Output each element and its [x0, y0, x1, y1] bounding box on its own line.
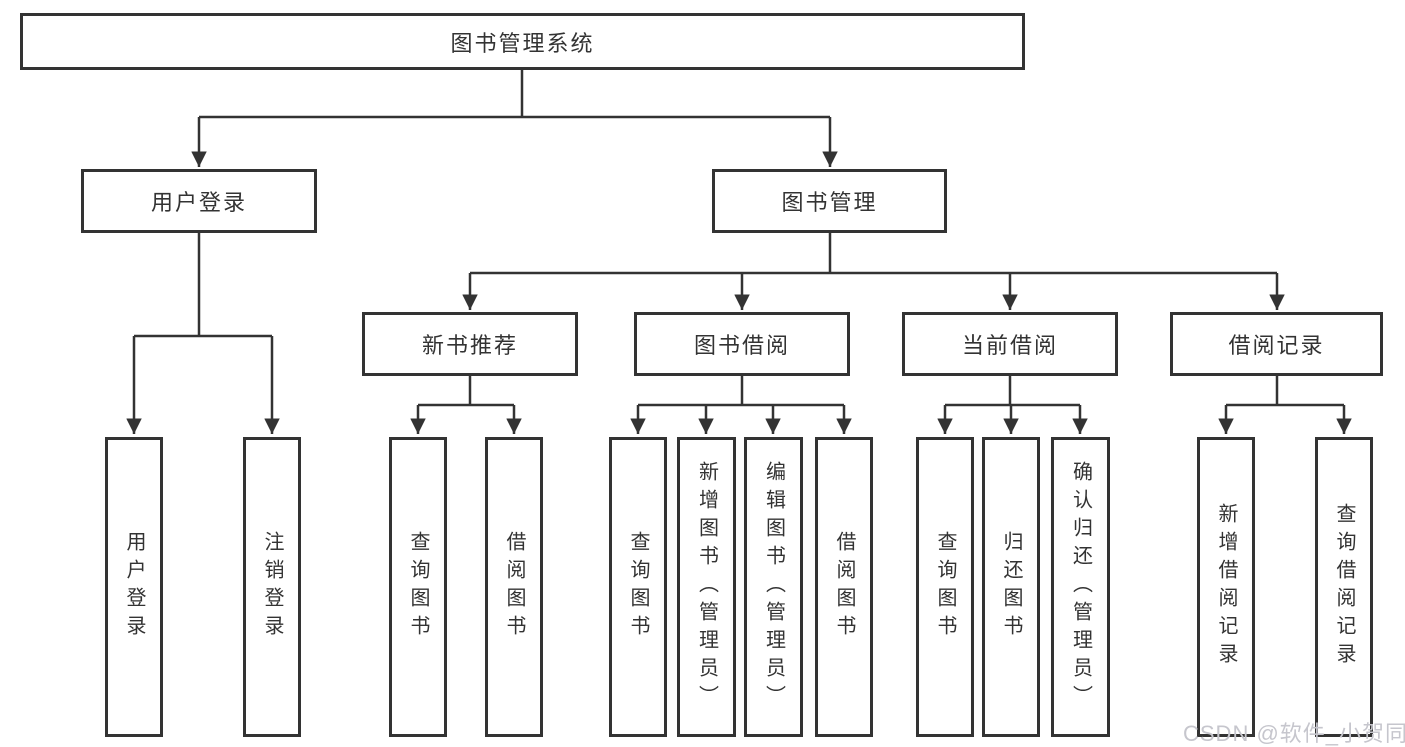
node-book-borrowing: 图书借阅 — [634, 312, 850, 376]
leaf-bb-borrow-books: 借阅图书 — [815, 437, 873, 737]
leaf-br-add-record: 新增借阅记录 — [1197, 437, 1255, 737]
connector-borrowing-records — [1218, 375, 1352, 434]
connector-current-borrowing — [937, 375, 1088, 434]
leaf-bb-edit-books-admin: 编辑图书（管理员） — [744, 437, 803, 737]
leaf-cb-query-books: 查询图书 — [916, 437, 974, 737]
leaf-nbr-query-books: 查询图书 — [389, 437, 447, 737]
connector-user-login — [126, 232, 280, 434]
connector-book-management — [462, 232, 1285, 310]
node-user-login: 用户登录 — [81, 169, 317, 233]
node-current-borrowing: 当前借阅 — [902, 312, 1118, 376]
node-borrowing-records: 借阅记录 — [1170, 312, 1383, 376]
connector-book-borrowing — [630, 375, 852, 434]
leaf-br-query-record: 查询借阅记录 — [1315, 437, 1373, 737]
leaf-logout: 注销登录 — [243, 437, 301, 737]
leaf-nbr-borrow-books: 借阅图书 — [485, 437, 543, 737]
node-library-system: 图书管理系统 — [20, 13, 1025, 70]
node-book-management: 图书管理 — [712, 169, 947, 233]
leaf-user-login: 用户登录 — [105, 437, 163, 737]
leaf-cb-confirm-return-admin: 确认归还（管理员） — [1051, 437, 1110, 737]
connector-root — [191, 68, 838, 167]
watermark: CSDN @软件_小贺同学 — [1183, 721, 1405, 746]
leaf-cb-return-books: 归还图书 — [982, 437, 1040, 737]
node-new-book-recommend: 新书推荐 — [362, 312, 578, 376]
leaf-bb-add-books-admin: 新增图书（管理员） — [677, 437, 736, 737]
leaf-bb-query-books: 查询图书 — [609, 437, 667, 737]
connector-new-book-recommend — [410, 375, 522, 434]
